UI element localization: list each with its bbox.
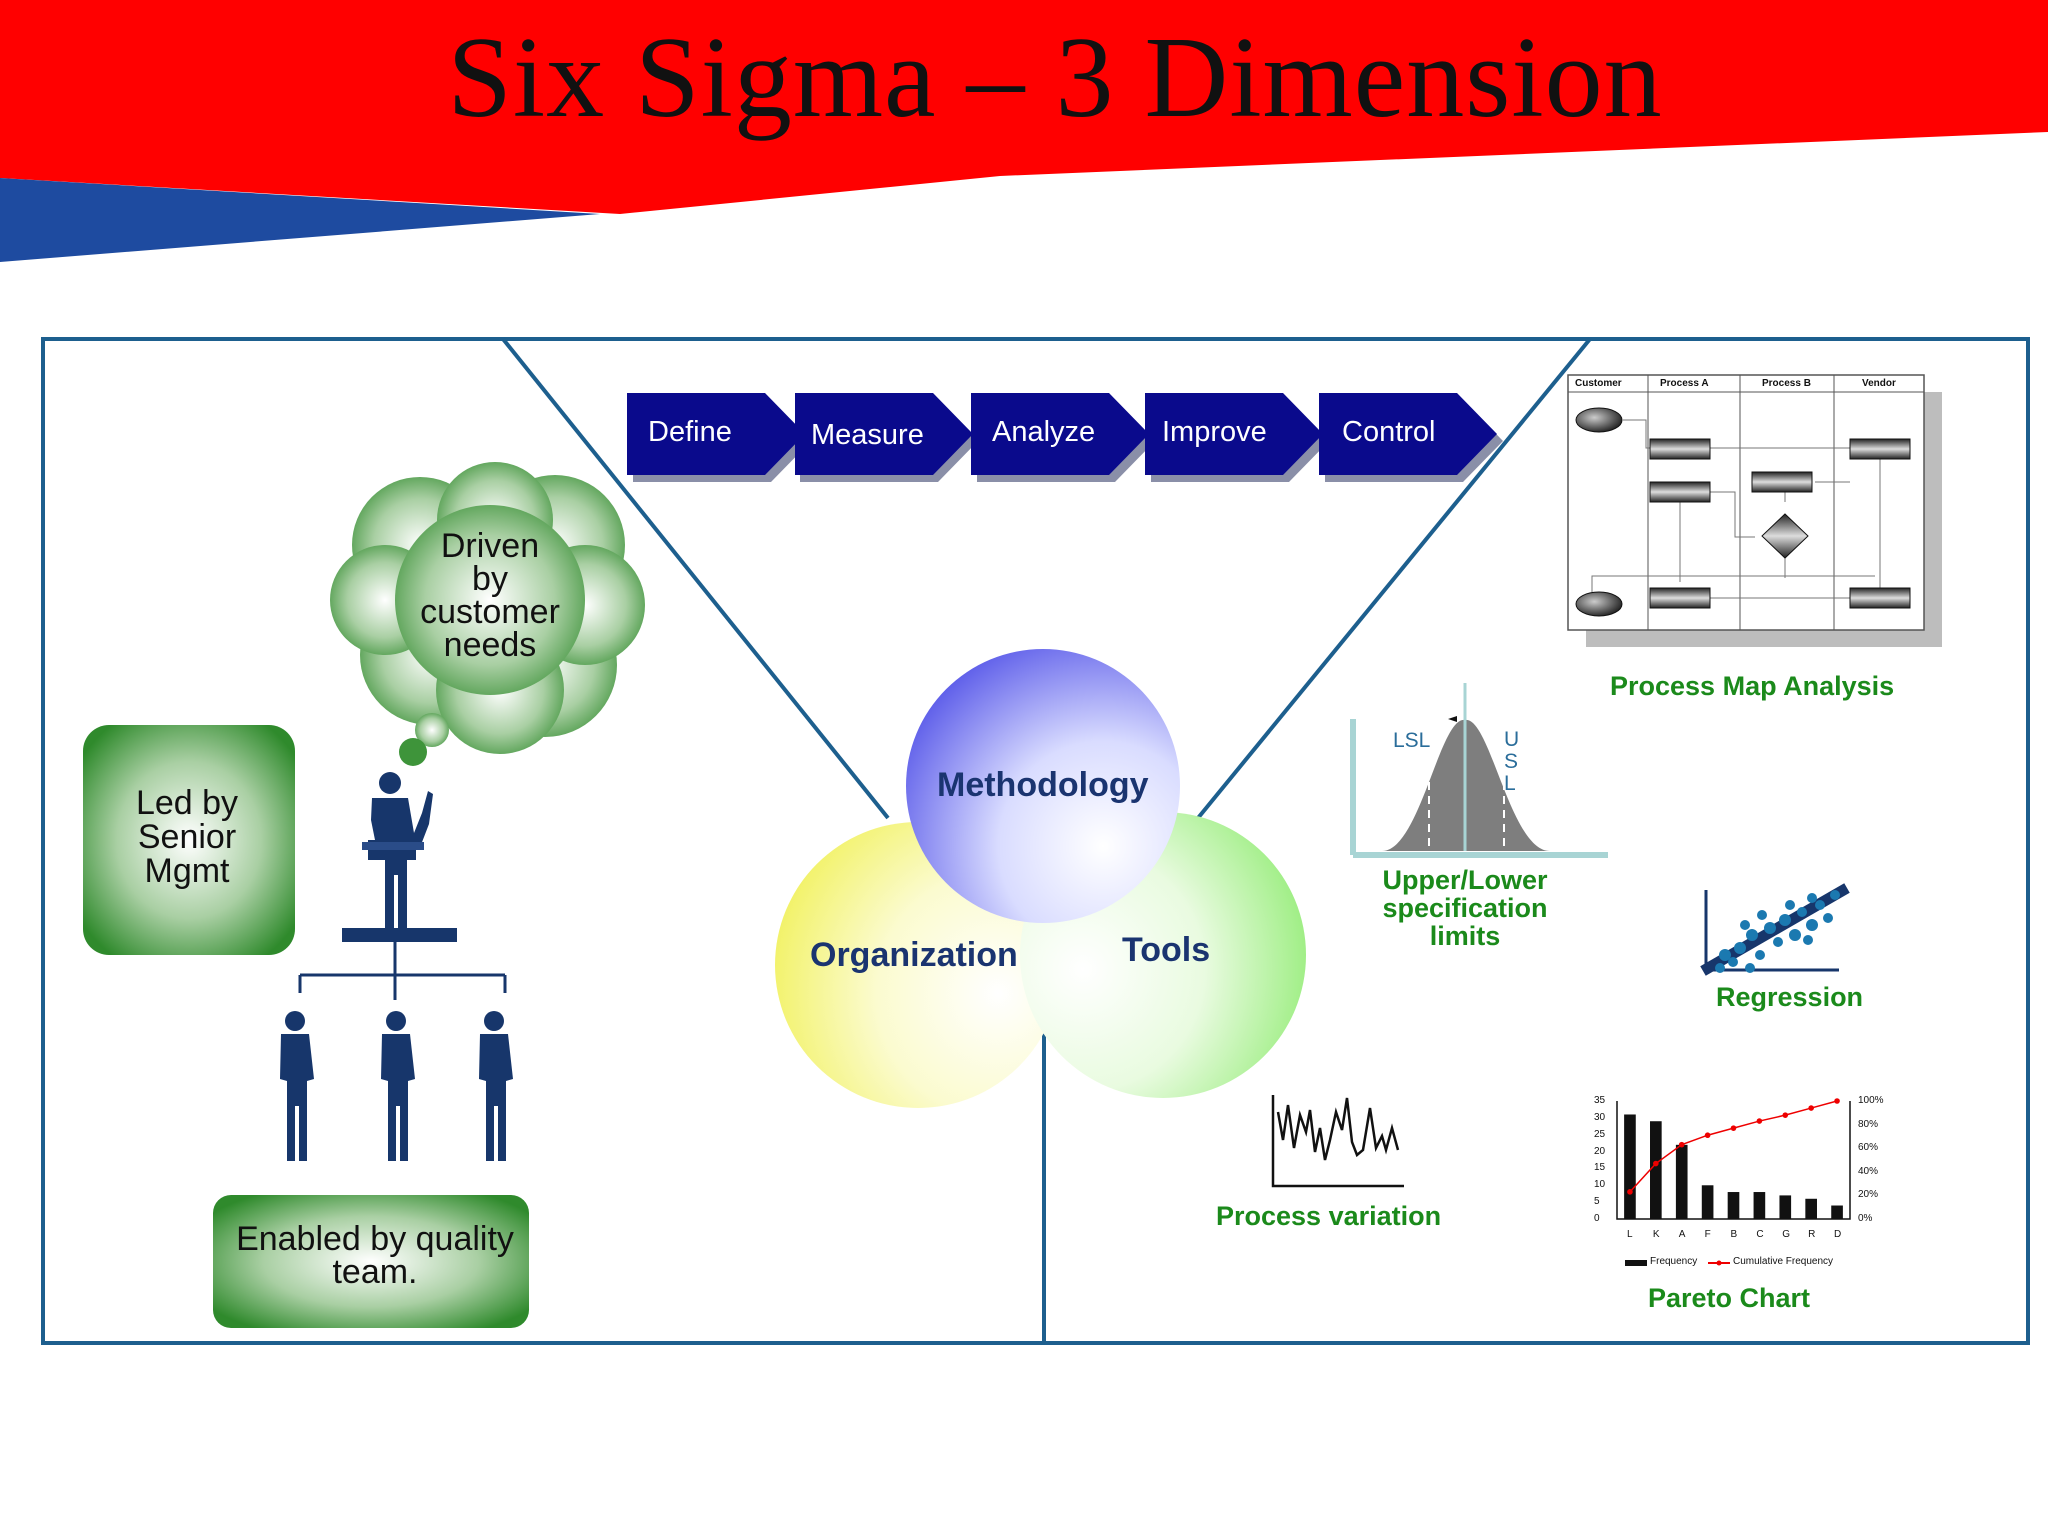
pareto-cumulative-point xyxy=(1627,1189,1633,1195)
step-define: Define xyxy=(648,416,732,448)
venn-methodology-circle xyxy=(906,649,1180,923)
process-map-diagram xyxy=(1567,374,1942,647)
quality-team-box xyxy=(213,1195,529,1328)
pareto-y-tick: 30 xyxy=(1594,1111,1606,1123)
pareto-cumulative-point xyxy=(1730,1125,1737,1131)
pareto-x-tick: L xyxy=(1626,1229,1633,1240)
step-analyze: Analyze xyxy=(992,416,1096,448)
pareto-bar xyxy=(1650,1121,1662,1219)
pareto-y-tick: 25 xyxy=(1594,1128,1606,1140)
spec-limits-chart xyxy=(1350,683,1608,858)
pareto-y-tick: 15 xyxy=(1594,1162,1606,1174)
pareto-x-tick: R xyxy=(1808,1229,1816,1240)
regression-label: Regression xyxy=(1716,982,1864,1012)
pareto-y-tick: 20 xyxy=(1594,1145,1606,1157)
banner-red-band xyxy=(0,0,2048,214)
dmaic-chevrons xyxy=(627,393,1503,482)
pareto-x-tick: D xyxy=(1834,1229,1842,1240)
page-title: Six Sigma – 3 Dimension xyxy=(447,14,1663,142)
process-map-col-vendor: Vendor xyxy=(1862,378,1896,389)
pareto-x-tick: B xyxy=(1730,1229,1738,1240)
pareto-x-tick: A xyxy=(1678,1229,1686,1240)
process-map-col-customer: Customer xyxy=(1575,378,1622,389)
divider-right xyxy=(1196,337,1592,820)
pareto-bar xyxy=(1624,1114,1636,1219)
quality-team-text: Enabled by quality team. xyxy=(236,1220,514,1291)
pareto-legend-cumulative-dot xyxy=(1716,1260,1722,1266)
team-member-icon xyxy=(381,1011,415,1161)
team-member-icon xyxy=(280,1011,314,1161)
pareto-legend-frequency: Frequency xyxy=(1650,1256,1698,1267)
regression-chart xyxy=(1700,883,1850,976)
org-chart-lines xyxy=(298,942,507,1000)
venn-label-organization: Organization xyxy=(810,936,1018,974)
venn-label-methodology: Methodology xyxy=(937,766,1149,804)
cloud-text: Driven by customer needs xyxy=(420,527,560,664)
senior-mgmt-box xyxy=(83,725,295,955)
pareto-y2-tick: 100% xyxy=(1858,1095,1884,1106)
pareto-legend-cumulative: Cumulative Frequency xyxy=(1733,1256,1834,1267)
pareto-y2-tick: 0% xyxy=(1858,1213,1873,1224)
pareto-cumulative-point xyxy=(1808,1105,1814,1111)
pareto-cumulative-line xyxy=(1627,1098,1840,1195)
title-banner xyxy=(0,0,2048,262)
pareto-y-tick: 35 xyxy=(1594,1095,1606,1106)
lsl-label: LSL xyxy=(1393,729,1431,752)
diagram-frame xyxy=(41,337,2030,1345)
pareto-cumulative-point xyxy=(1756,1118,1763,1124)
team-member-icon xyxy=(479,1011,513,1161)
pareto-cumulative-point xyxy=(1678,1141,1685,1148)
pareto-bar xyxy=(1727,1192,1740,1219)
pareto-legend-frequency-swatch xyxy=(1625,1260,1647,1266)
pareto-y-tick: 10 xyxy=(1594,1179,1606,1191)
step-measure: Measure xyxy=(811,419,924,451)
pareto-x-tick: C xyxy=(1756,1229,1764,1240)
pareto-cumulative-point xyxy=(1653,1160,1659,1167)
pareto-bar xyxy=(1831,1205,1843,1219)
pareto-x-tick: F xyxy=(1704,1229,1711,1240)
pareto-y2-tick: 40% xyxy=(1858,1165,1879,1177)
divider-left xyxy=(501,337,890,820)
pareto-bars xyxy=(1624,1114,1843,1219)
thought-cloud xyxy=(330,462,645,766)
pareto-bar xyxy=(1779,1195,1792,1219)
pareto-y2-tick: 20% xyxy=(1858,1189,1879,1201)
pareto-y2-tick: 60% xyxy=(1858,1142,1879,1154)
process-map-col-process-b: Process B xyxy=(1762,378,1811,389)
pareto-cumulative-point xyxy=(1704,1132,1711,1139)
venn-label-tools: Tools xyxy=(1122,931,1211,969)
pareto-cumulative-point xyxy=(1782,1112,1789,1118)
usl-label: USL xyxy=(1504,728,1520,795)
process-map-label: Process Map Analysis xyxy=(1610,671,1895,701)
pareto-bar xyxy=(1675,1144,1688,1219)
speaker-at-podium-icon xyxy=(342,772,457,942)
banner-blue-wedge xyxy=(0,178,600,262)
step-improve: Improve xyxy=(1162,416,1267,448)
spec-limits-label: Upper/Lower specification limits xyxy=(1382,865,1548,951)
process-variation-chart xyxy=(1271,1095,1404,1188)
pareto-y2-tick: 80% xyxy=(1858,1118,1879,1130)
pareto-bar xyxy=(1701,1185,1714,1219)
step-control: Control xyxy=(1342,416,1436,448)
senior-mgmt-text: Led by Senior Mgmt xyxy=(135,784,239,890)
process-map-col-process-a: Process A xyxy=(1660,378,1709,389)
pareto-bar xyxy=(1805,1198,1817,1219)
pareto-bar xyxy=(1753,1192,1766,1219)
pareto-cumulative-point xyxy=(1834,1098,1840,1104)
pareto-label: Pareto Chart xyxy=(1648,1283,1811,1313)
pareto-y-tick: 0 xyxy=(1594,1213,1600,1224)
pareto-x-tick: G xyxy=(1782,1229,1791,1240)
pareto-x-tick: K xyxy=(1652,1229,1660,1240)
process-variation-label: Process variation xyxy=(1216,1201,1442,1231)
pareto-y-tick: 5 xyxy=(1594,1196,1600,1208)
